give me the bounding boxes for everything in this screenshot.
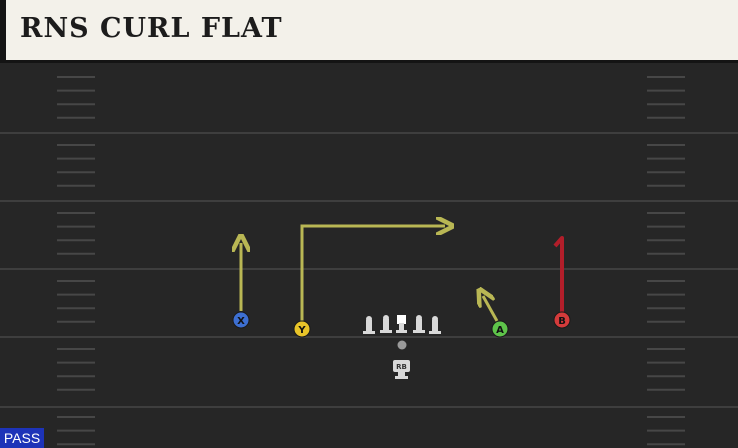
receiver-a-label: A bbox=[496, 325, 504, 336]
lineman-rg bbox=[413, 315, 425, 333]
play-name: RNS CURL FLAT bbox=[20, 13, 283, 44]
yard-lines bbox=[0, 132, 738, 408]
route-b[interactable] bbox=[553, 236, 564, 313]
rb-label: RB bbox=[396, 363, 407, 371]
lineman-rt bbox=[429, 316, 441, 334]
receiver-y-label: Y bbox=[297, 325, 306, 336]
receiver-a[interactable]: A bbox=[491, 320, 509, 338]
offensive-line bbox=[363, 315, 441, 334]
route-y[interactable] bbox=[300, 226, 445, 321]
hash-marks-left bbox=[57, 76, 95, 446]
center bbox=[396, 315, 407, 333]
receiver-x[interactable]: X bbox=[232, 311, 250, 329]
receiver-y[interactable]: Y bbox=[293, 320, 311, 338]
lineman-lt bbox=[363, 316, 375, 334]
hash-marks-right bbox=[647, 76, 685, 446]
running-back[interactable]: RB bbox=[393, 360, 410, 379]
lineman-lg bbox=[380, 315, 392, 333]
playbook-field: RB X Y A B bbox=[0, 76, 738, 446]
receiver-x-label: X bbox=[237, 316, 245, 327]
receiver-b[interactable]: B bbox=[553, 311, 571, 329]
route-a[interactable] bbox=[483, 296, 499, 322]
play-type-badge: PASS bbox=[0, 428, 44, 448]
title-bar: RNS CURL FLAT bbox=[0, 0, 738, 60]
receiver-b-label: B bbox=[558, 316, 566, 327]
quarterback bbox=[397, 340, 407, 350]
title-accent-rule bbox=[0, 0, 6, 60]
